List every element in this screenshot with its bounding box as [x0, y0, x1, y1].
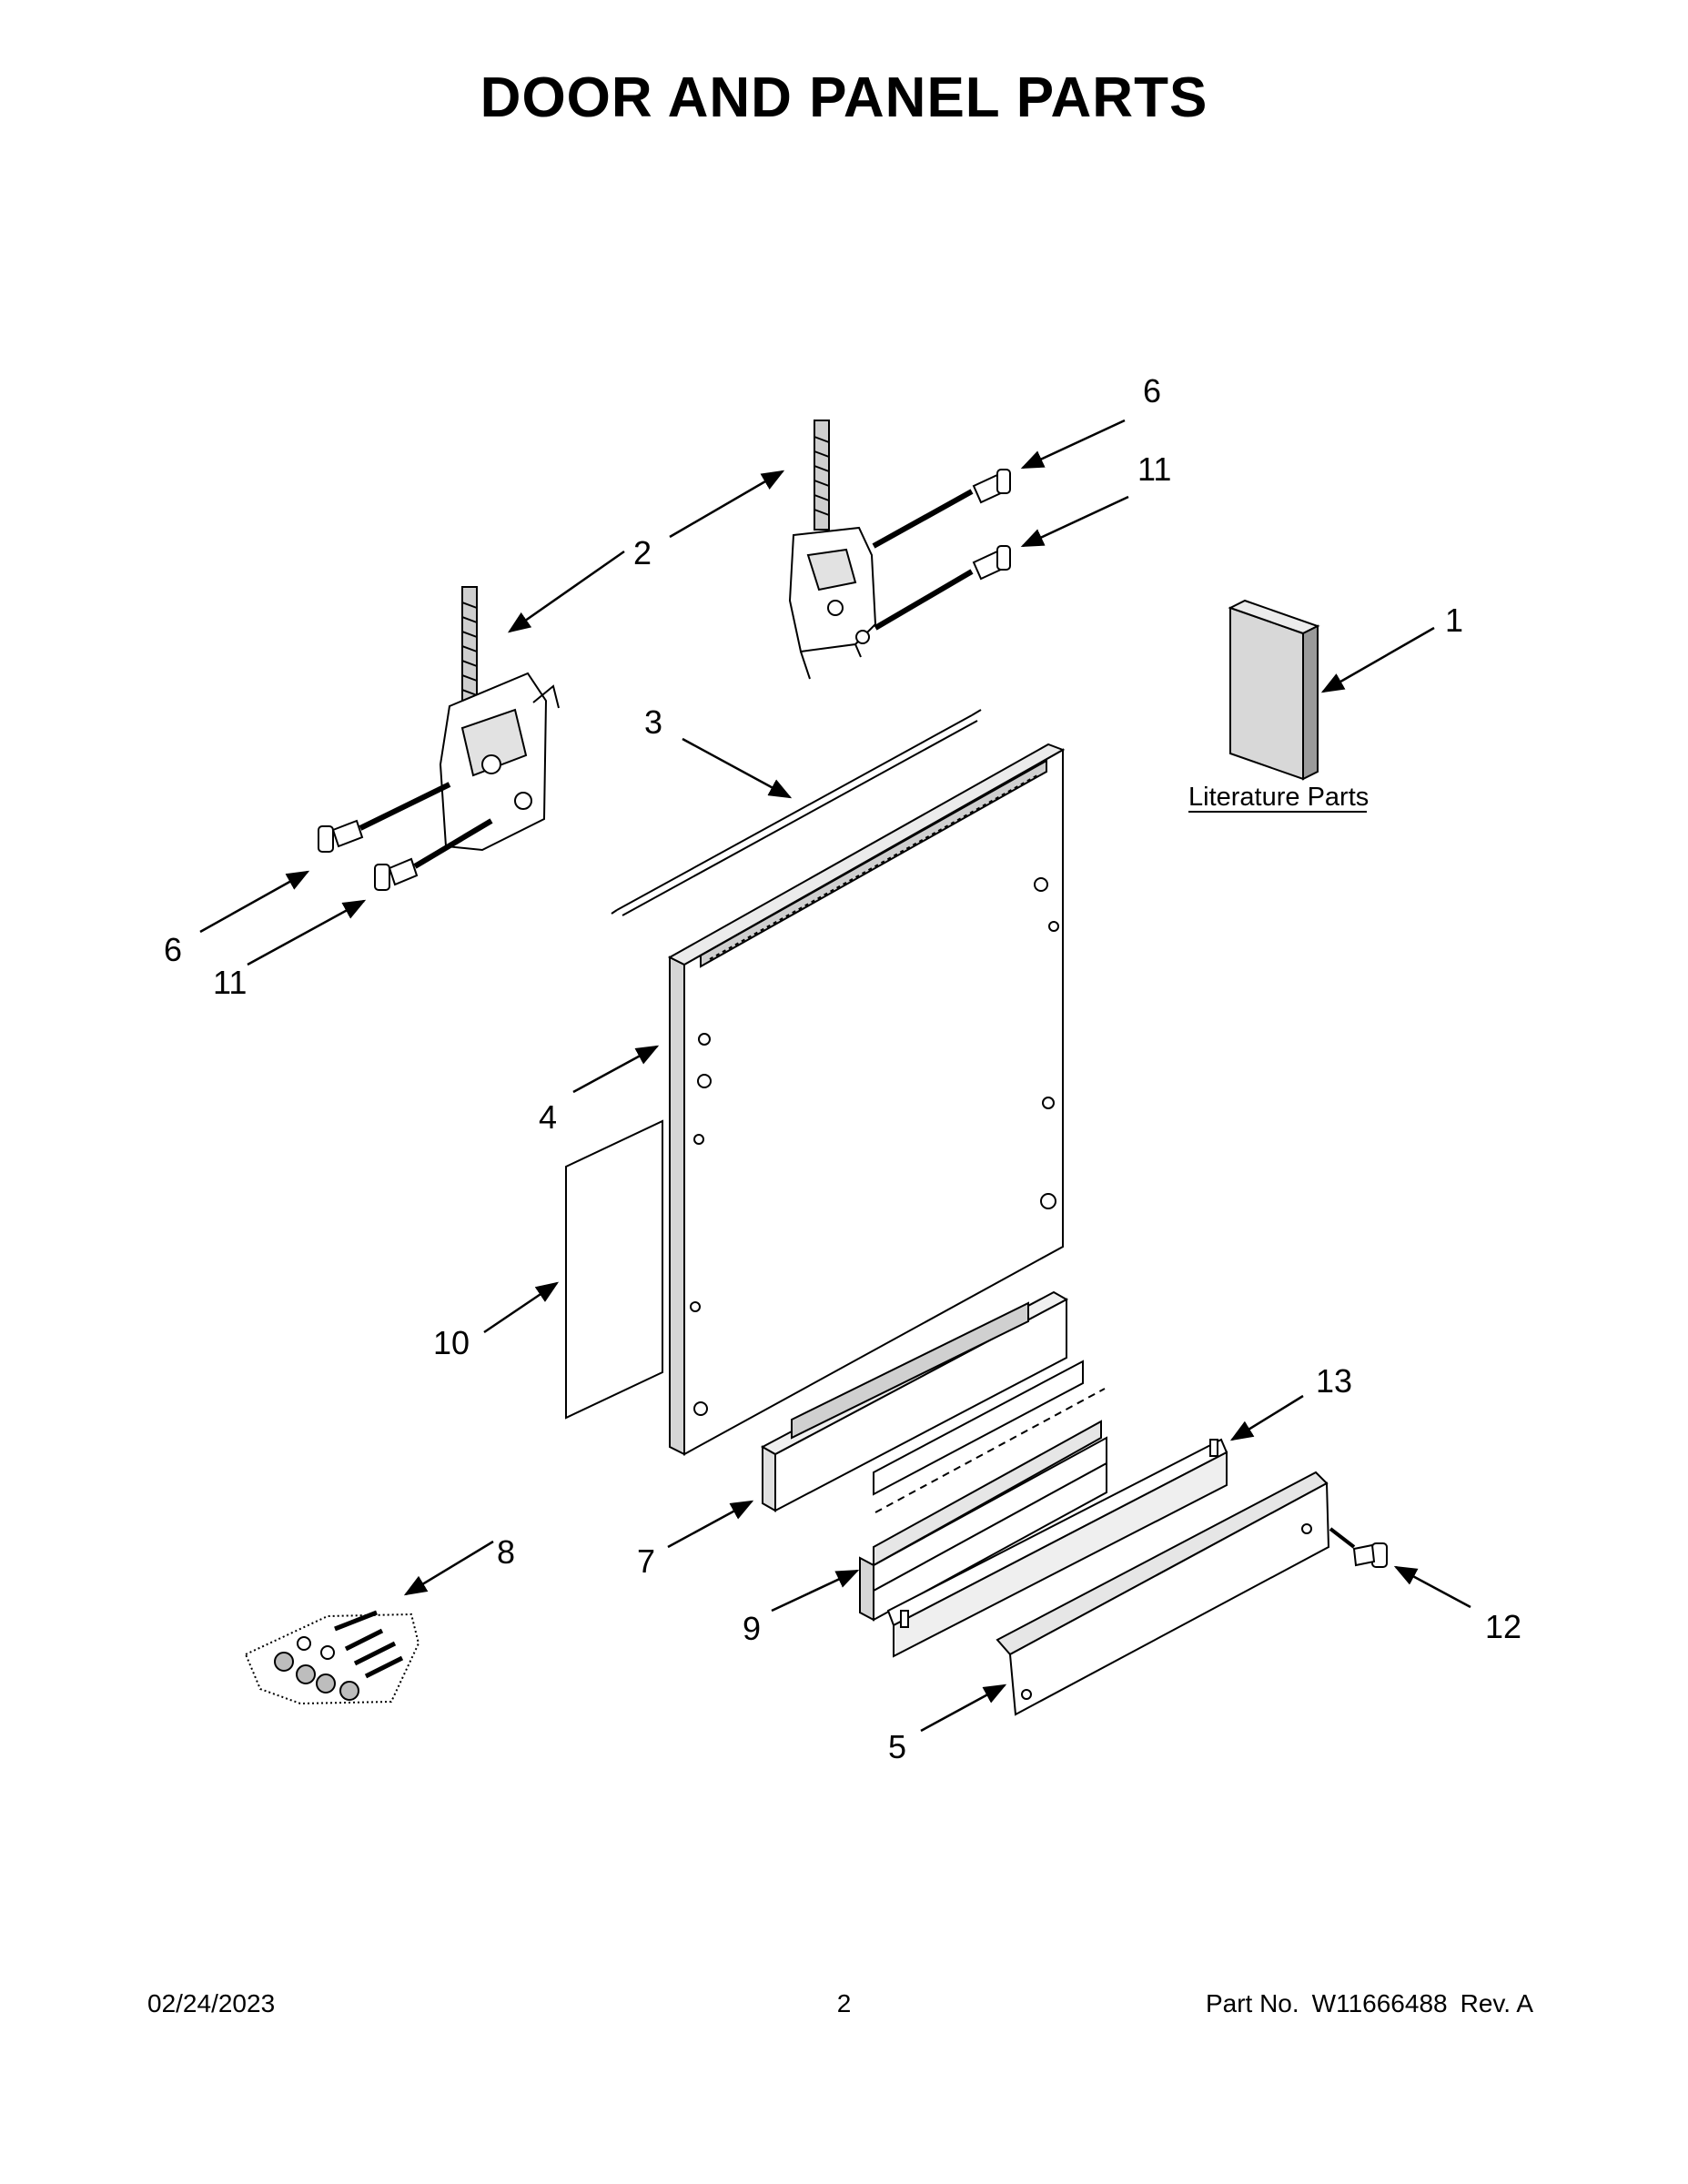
part-4-door-panel[interactable] — [667, 743, 1066, 1456]
part-13-plate[interactable] — [886, 1438, 1228, 1658]
page-title: DOOR AND PANEL PARTS — [480, 66, 1208, 129]
leader-arrow-2-upper — [669, 470, 785, 539]
part-5-bracket[interactable] — [996, 1471, 1330, 1716]
part-12-screw[interactable] — [1329, 1527, 1388, 1568]
part-1-literature-booklet[interactable] — [1228, 599, 1320, 781]
callout-11-lower: 11 — [213, 964, 247, 1001]
footer-date: 02/24/2023 — [147, 1989, 276, 2017]
part-3-rod[interactable] — [611, 709, 982, 916]
footer-part-number: Part No. W11666488 Rev. A — [1206, 1989, 1533, 2018]
revision: Rev. A — [1460, 1989, 1533, 2017]
callout-4: 4 — [539, 1098, 557, 1136]
callout-12: 12 — [1485, 1608, 1521, 1645]
part-6-screw-upper[interactable] — [972, 469, 1011, 504]
callout-9: 9 — [743, 1610, 761, 1647]
leader-arrow-1 — [1320, 626, 1435, 693]
part-6-screw-lower[interactable] — [318, 819, 364, 853]
callout-5: 5 — [888, 1728, 906, 1765]
leader-arrow-10 — [483, 1281, 560, 1334]
part-11-screw-lower[interactable] — [374, 857, 419, 891]
leader-arrow-6-upper — [1020, 419, 1126, 470]
footer-page-number: 2 — [836, 1989, 852, 2017]
callout-6-lower: 6 — [164, 931, 182, 968]
screw-axis-line — [359, 782, 451, 831]
callout-10: 10 — [433, 1324, 470, 1361]
part-10-insulation-sheet[interactable] — [565, 1119, 663, 1420]
literature-parts-label: Literature Parts — [1188, 783, 1369, 812]
leader-arrow-2-lower — [507, 550, 625, 633]
callout-13: 13 — [1316, 1362, 1352, 1400]
part-number-value: W11666488 — [1311, 1989, 1448, 2017]
callout-11-upper: 11 — [1137, 450, 1171, 488]
leader-arrow-5 — [920, 1684, 1007, 1733]
screw-axis-line — [874, 569, 974, 631]
screw-axis-line — [872, 489, 974, 549]
part-2-hinge-upper[interactable] — [788, 420, 877, 680]
leader-arrow-11-upper — [1020, 495, 1129, 548]
part-7-toe-block[interactable] — [760, 1290, 1069, 1512]
leader-arrow-3 — [682, 737, 793, 799]
leader-arrow-11-lower — [247, 899, 367, 966]
screw-axis-line — [413, 818, 493, 869]
part-9-toe-block[interactable] — [859, 1360, 1107, 1622]
leader-arrow-13 — [1229, 1394, 1304, 1441]
callout-2: 2 — [633, 534, 652, 571]
part-8-hardware-bag[interactable] — [244, 1610, 420, 1705]
leader-arrow-7 — [667, 1500, 754, 1549]
part-2-hinge-lower[interactable] — [439, 586, 560, 852]
leader-arrow-12 — [1393, 1565, 1471, 1609]
callout-8: 8 — [497, 1533, 515, 1571]
callout-3: 3 — [644, 703, 662, 741]
callout-1: 1 — [1445, 602, 1463, 639]
leader-arrow-4 — [572, 1045, 660, 1094]
leader-arrows — [199, 419, 1471, 1733]
leader-arrow-6-lower — [199, 870, 310, 934]
part-number-label: Part No. — [1205, 1989, 1299, 2017]
callout-7: 7 — [637, 1542, 655, 1580]
leader-arrow-9 — [771, 1569, 860, 1613]
part-11-screw-upper[interactable] — [972, 545, 1011, 581]
callout-6-upper: 6 — [1143, 372, 1161, 410]
leader-arrow-8 — [403, 1540, 494, 1596]
